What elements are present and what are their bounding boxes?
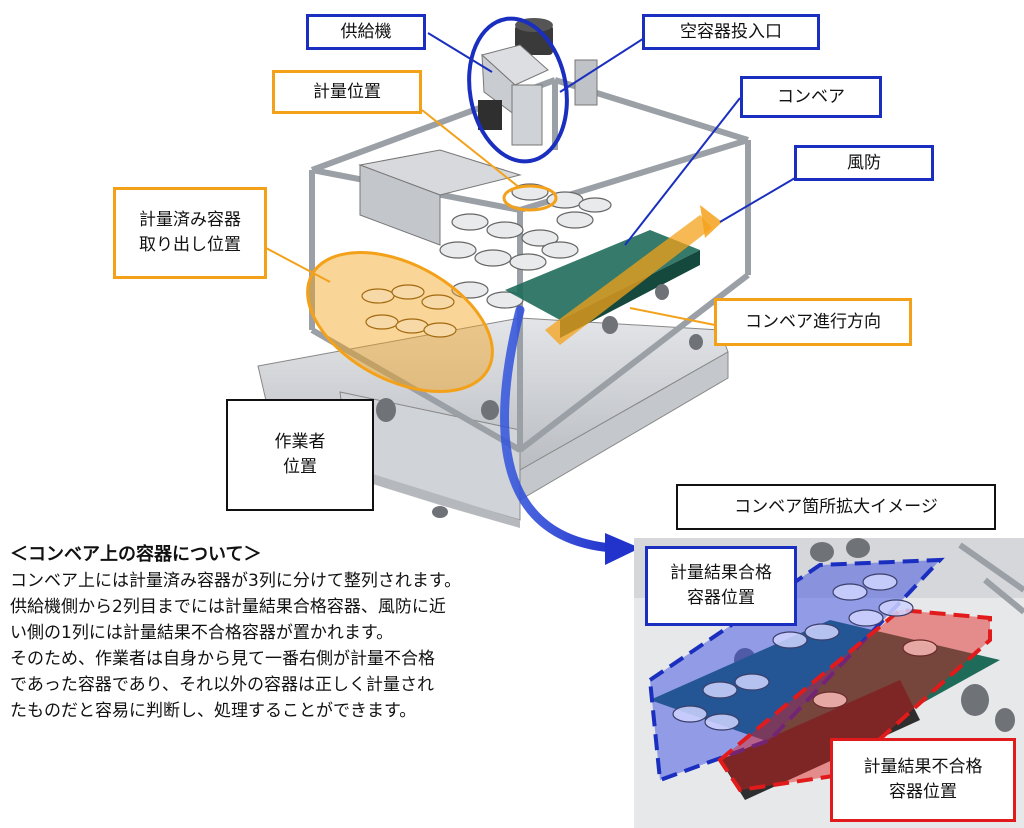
- label-weighed-container-pickup: 計量済み容器 取り出し位置: [113, 187, 267, 279]
- zoom-image: [634, 538, 1024, 828]
- explanation-body: コンベア上には計量済み容器が3列に分けて整列されます。 供給機側から2列目までに…: [10, 571, 462, 721]
- machine-body: [257, 18, 751, 528]
- label-conveyor: コンベア: [740, 76, 882, 118]
- label-pass-container-position: 計量結果合格 容器位置: [645, 546, 797, 626]
- weigh-highlight: [502, 184, 558, 212]
- explanation: ＜コンベア上の容器について＞ コンベア上には計量済み容器が3列に分けて整列されま…: [10, 542, 610, 724]
- label-conveyor-direction: コンベア進行方向: [714, 298, 912, 346]
- pickup-highlight: [306, 251, 494, 393]
- leader-lines: [265, 32, 796, 326]
- label-windshield: 風防: [794, 145, 934, 181]
- windshield-arrow: [545, 215, 712, 345]
- label-weighing-position: 計量位置: [272, 70, 422, 114]
- label-empty-container-inlet: 空容器投入口: [642, 14, 820, 50]
- label-zoom-title: コンベア箇所拡大イメージ: [676, 484, 996, 530]
- zoom-arrow: [500, 305, 617, 553]
- label-operator-position: 作業者 位置: [226, 399, 374, 511]
- explanation-heading: ＜コンベア上の容器について＞: [10, 544, 262, 565]
- label-feeder: 供給機: [306, 14, 426, 50]
- feeder-highlight: [467, 16, 569, 164]
- label-fail-container-position: 計量結果不合格 容器位置: [830, 738, 1016, 822]
